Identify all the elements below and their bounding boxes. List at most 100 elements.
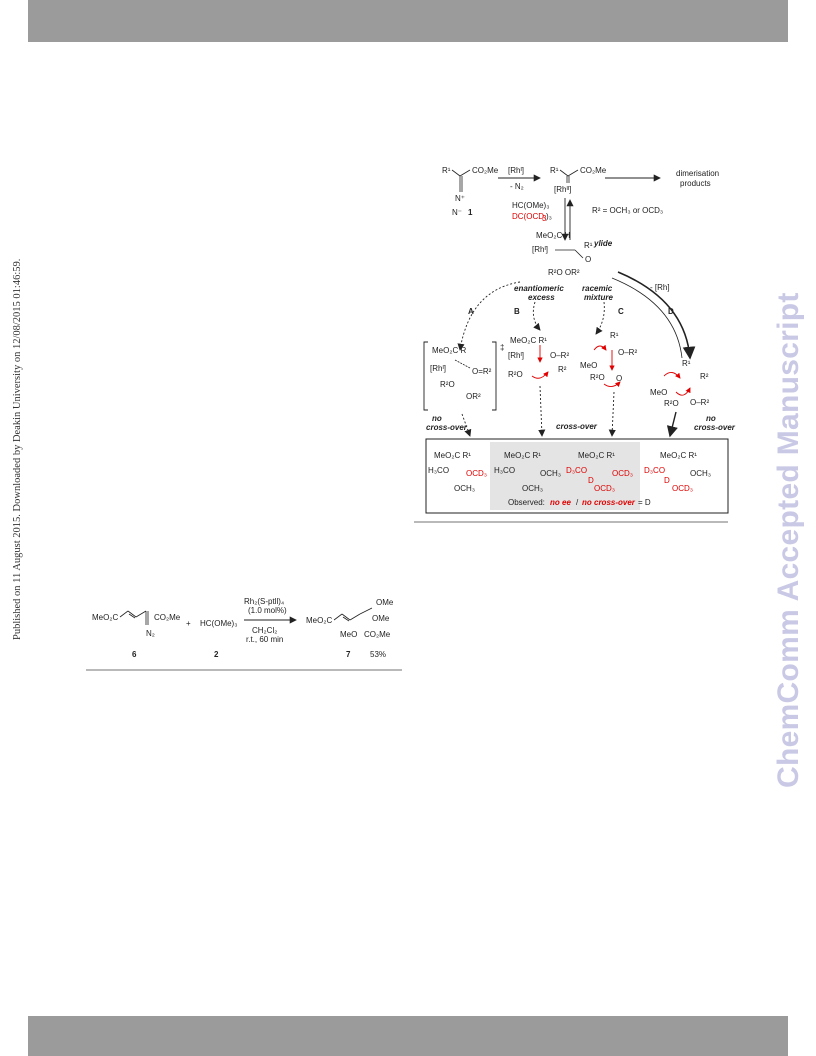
header-band xyxy=(28,0,788,42)
catalyst-line2: (1.0 mol%) xyxy=(248,606,287,615)
ylide-rh: [Rhᴵ] xyxy=(532,245,548,254)
ylide-line1: MeO₂C H xyxy=(536,231,570,240)
path-c-label: C xyxy=(618,307,624,316)
prod3-d3co: D₃CO xyxy=(566,466,587,475)
prod4-line1: MeO₂C R¹ xyxy=(660,451,697,460)
path-a-label: A xyxy=(468,307,474,316)
prod2-och3-b: OCH₃ xyxy=(522,484,543,493)
prod2-line1: MeO₂C R¹ xyxy=(504,451,541,460)
diazo-ester: CO₂Me xyxy=(472,166,499,175)
reagent-tail: )₃ xyxy=(546,212,552,221)
carbenoid-r1: R¹ xyxy=(550,166,559,175)
d-r2o: R²O xyxy=(664,399,679,408)
reagent-d3-subscript: 3 xyxy=(542,214,547,223)
sm-left-ester: MeO₂C xyxy=(92,613,118,622)
c-r1: R¹ xyxy=(610,331,619,340)
crossover-label: cross-over xyxy=(556,422,598,431)
sm-n2: N₂ xyxy=(146,629,155,638)
d-r2: R² xyxy=(700,372,709,381)
ts-dagger: ‡ xyxy=(500,343,504,352)
prod3-ocd3: OCD₃ xyxy=(612,469,633,478)
ts-a-line1: MeO₂C R xyxy=(432,346,466,355)
prod4-ocd3: OCD₃ xyxy=(672,484,693,493)
path-d-label: D xyxy=(668,307,674,316)
prod1-och3: OCH₃ xyxy=(454,484,475,493)
observed-slash: / xyxy=(576,498,579,507)
prod2-och3-a: OCH₃ xyxy=(540,469,561,478)
ts-a-or2: OR² xyxy=(466,392,481,401)
yield-label: 53% xyxy=(370,650,386,659)
product-ome-2: OMe xyxy=(372,614,390,623)
sm-right-ester: CO₂Me xyxy=(154,613,181,622)
diazo-n-plus: N⁺ xyxy=(455,194,465,203)
reagent-dc-label: DC(OCD xyxy=(512,212,544,221)
mechanism-scheme: R¹ CO₂Me N⁺ N⁻ 1 [Rhᴵ] - N₂ R¹ CO₂Me [Rh… xyxy=(414,166,736,523)
reaction-scheme: MeO₂C CO₂Me N₂ + HC(OMe)₃ Rh₂(S-ptll)₄ (… xyxy=(86,597,402,671)
path-b-label: B xyxy=(514,307,520,316)
carbenoid-rh: [Rhᴵᴵ] xyxy=(554,185,571,194)
c-meo: MeO xyxy=(580,361,597,370)
product-co2me: CO₂Me xyxy=(364,630,391,639)
footer-band xyxy=(28,1016,788,1056)
ts-a-oxonium: O=R² xyxy=(472,367,492,376)
observed-no-ee: no ee xyxy=(550,498,571,507)
prod4-d: D xyxy=(664,476,670,485)
c-o: O xyxy=(616,374,622,383)
prod3-d: D xyxy=(588,476,594,485)
d-or2: O–R² xyxy=(690,398,709,407)
excess-text: excess xyxy=(528,293,555,302)
solvent: CH₂Cl₂ xyxy=(252,626,277,635)
r2-definition: R² = OCH₃ or OCD₃ xyxy=(592,206,663,215)
no-crossover-d-1: no xyxy=(706,414,716,423)
time-temp: r.t., 60 min xyxy=(246,635,283,644)
catalyst-line1: Rh₂(S-ptll)₄ xyxy=(244,597,284,606)
prod4-och3: OCH₃ xyxy=(690,469,711,478)
compound-1-label: 1 xyxy=(468,208,473,217)
c-oxonium: O–R² xyxy=(618,348,637,357)
products-text: products xyxy=(680,179,711,188)
prod3-line1: MeO₂C R¹ xyxy=(578,451,615,460)
product-meo: MeO xyxy=(340,630,357,639)
rh-catalyst: [Rhᴵ] xyxy=(508,166,524,175)
ylide-o: O xyxy=(585,255,591,264)
ts-a-rh: [Rhᴵ] xyxy=(430,364,446,373)
prod1-h3co: H₃CO xyxy=(428,466,449,475)
orthoformate: HC(OMe)₃ xyxy=(200,619,237,628)
ylide-line3: R²O OR² xyxy=(548,268,580,277)
prod1-ocd3: OCD₃ xyxy=(466,469,487,478)
compound-7-label: 7 xyxy=(346,650,351,659)
compound-2-label: 2 xyxy=(214,650,219,659)
mixture-text: mixture xyxy=(584,293,613,302)
prod1-line1: MeO₂C R¹ xyxy=(434,451,471,460)
prod4-d3co: D₃CO xyxy=(644,466,665,475)
b-oxonium: O–R² xyxy=(550,351,569,360)
compound-6-label: 6 xyxy=(132,650,137,659)
observed-label: Observed: xyxy=(508,498,545,507)
carbenoid-ester: CO₂Me xyxy=(580,166,607,175)
b-r2: R² xyxy=(558,365,567,374)
b-line1: MeO₂C R¹ xyxy=(510,336,547,345)
diazo-n-minus: N⁻ xyxy=(452,208,462,217)
diazo-r1: R¹ xyxy=(442,166,451,175)
prod2-h3co: H₃CO xyxy=(494,466,515,475)
prod3-ocd3-b: OCD₃ xyxy=(594,484,615,493)
ylide-label: ylide xyxy=(593,239,613,248)
ts-a-r2o: R²O xyxy=(440,380,455,389)
d-meo: MeO xyxy=(650,388,667,397)
product-ester: MeO₂C xyxy=(306,616,332,625)
product-ome-1: OMe xyxy=(376,598,394,607)
no-crossover-a-1: no xyxy=(432,414,442,423)
minus-n2: - N₂ xyxy=(510,182,524,191)
d-r1: R¹ xyxy=(682,359,691,368)
reagent-hc-ome3: HC(OMe)₃ xyxy=(512,201,549,210)
dimerisation-text: dimerisation xyxy=(676,169,719,178)
observed-result: = D xyxy=(638,498,651,507)
no-crossover-a-2: cross-over xyxy=(426,423,468,432)
enantiomeric-text: enantiomeric xyxy=(514,284,564,293)
ylide-r1: R¹ xyxy=(584,241,593,250)
b-r2o: R²O xyxy=(508,370,523,379)
racemic-text: racemic xyxy=(582,284,613,293)
c-r2o: R²O xyxy=(590,373,605,382)
minus-rh: - [Rh] xyxy=(650,283,670,292)
